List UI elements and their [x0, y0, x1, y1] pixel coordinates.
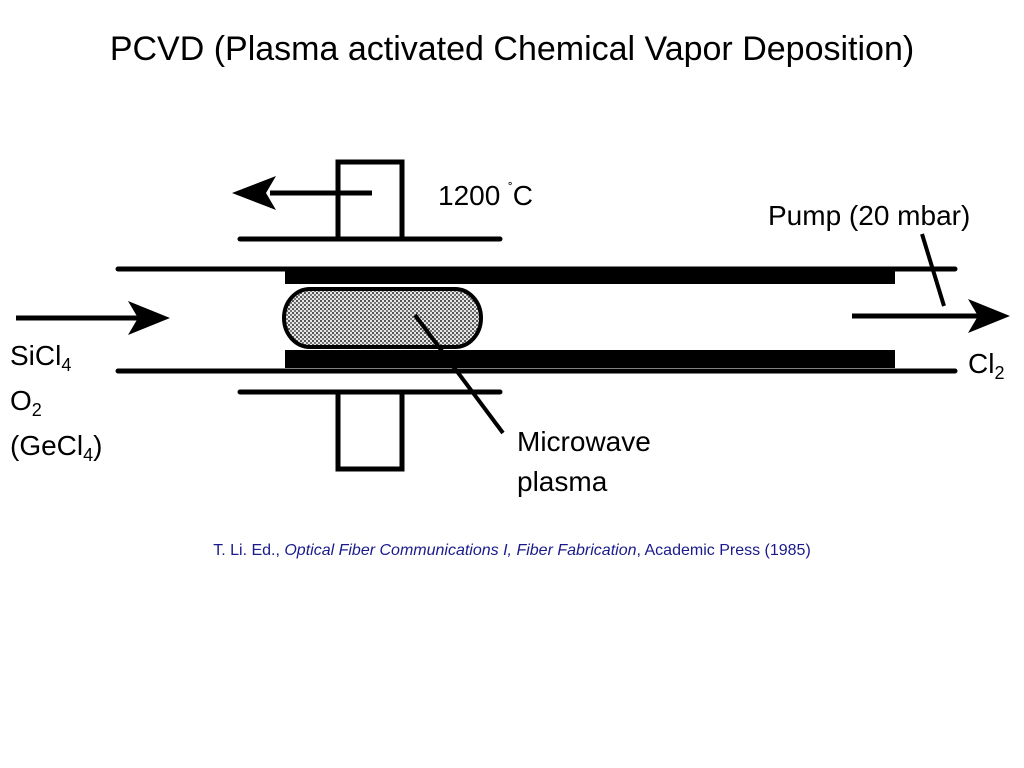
deposited-layers: [285, 268, 895, 368]
inlet-gecl4-label: (GeCl4): [10, 430, 103, 465]
plasma-label-line2: plasma: [517, 466, 608, 497]
inlet-o2-label: O2: [10, 385, 42, 420]
plasma-label-line1: Microwave: [517, 426, 651, 457]
pump-pointer-line: [920, 233, 946, 307]
plasma-region: [282, 287, 483, 349]
outlet-arrow: [852, 299, 1010, 333]
plasma-pointer-line: [413, 313, 505, 435]
microwave-cavity-upper: [232, 159, 503, 242]
citation-author: T. Li. Ed.,: [213, 542, 285, 559]
inlet-sicl4-label: SiCl4: [10, 340, 72, 375]
page-title: PCVD (Plasma activated Chemical Vapor De…: [109, 30, 915, 68]
inlet-arrow: [16, 301, 170, 335]
citation-publisher: , Academic Press (1985): [636, 542, 811, 559]
pump-label: Pump (20 mbar): [768, 200, 971, 231]
outlet-cl2-label: Cl2: [968, 348, 1005, 383]
temperature-label: 1200 ˚C: [438, 180, 533, 211]
citation-work: Optical Fiber Communications I, Fiber Fa…: [284, 542, 637, 559]
microwave-cavity-lower: [237, 389, 503, 472]
citation: T. Li. Ed., Optical Fiber Communications…: [0, 542, 1024, 560]
